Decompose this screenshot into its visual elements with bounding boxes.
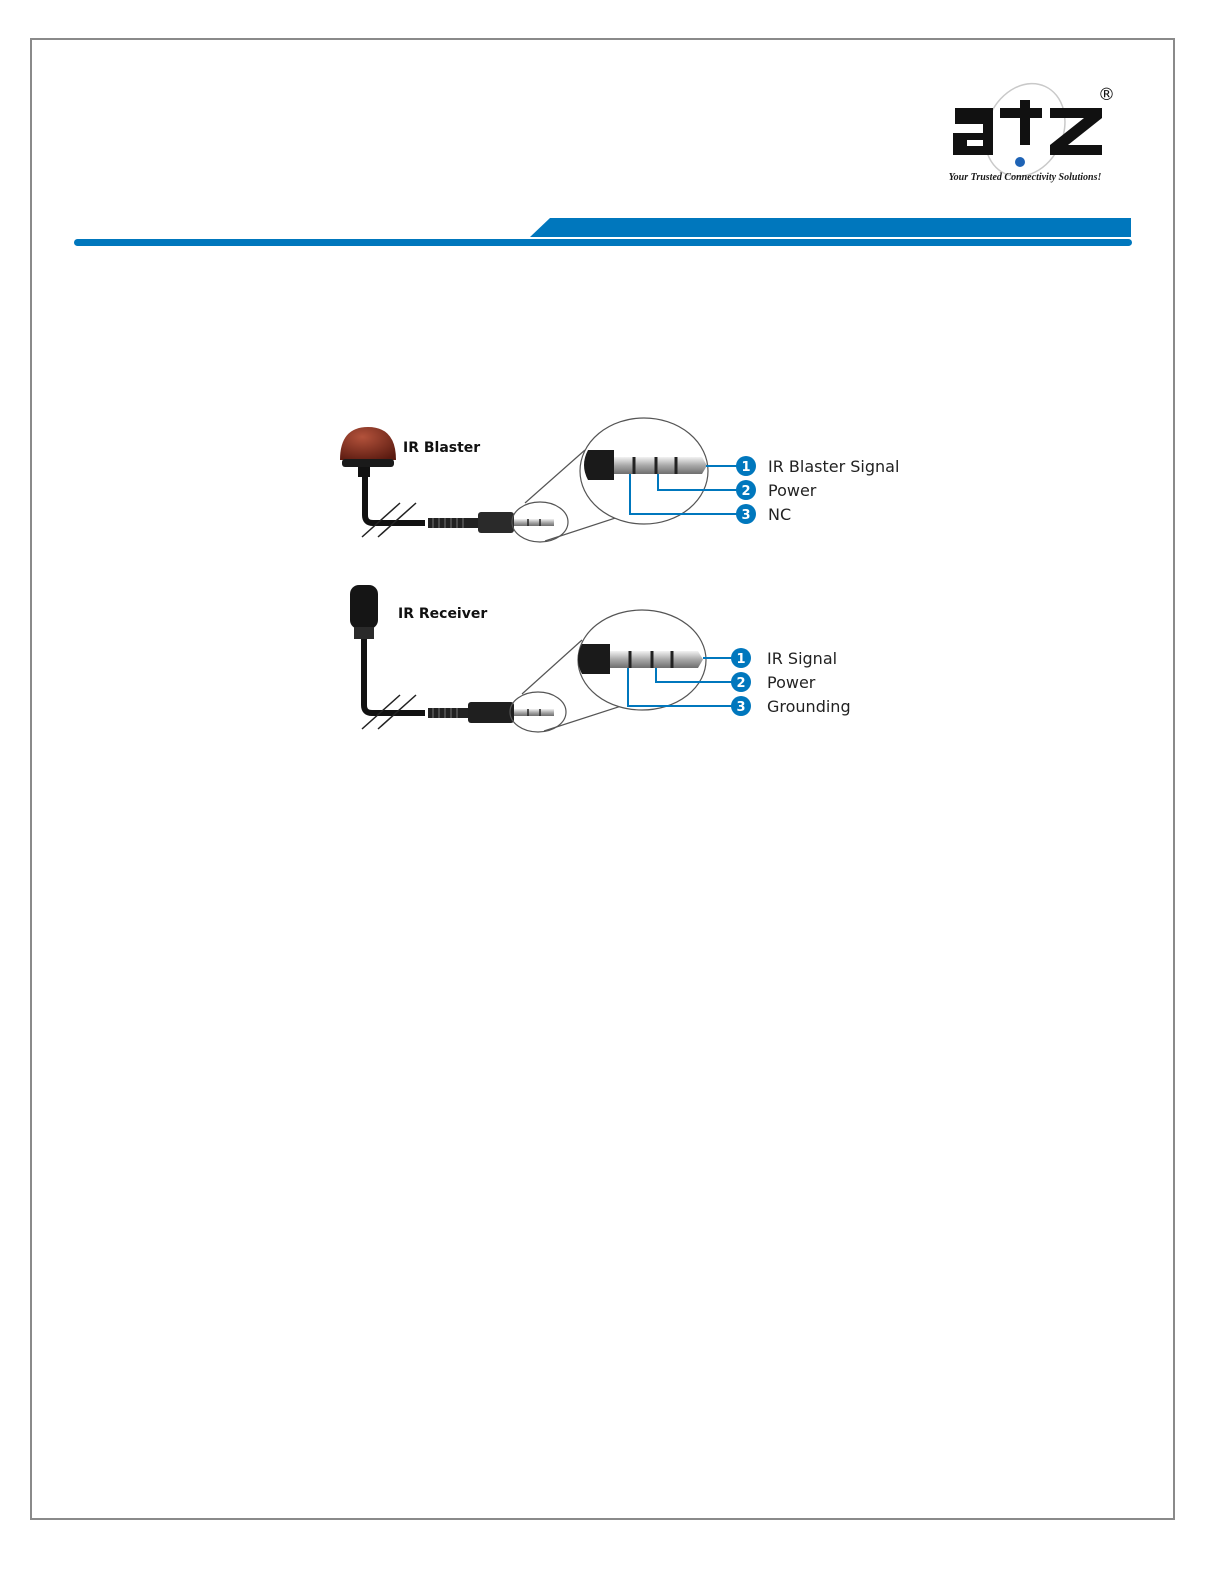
blaster-pin-3-label: NC (768, 505, 791, 524)
svg-text:1: 1 (736, 652, 745, 667)
page-border (30, 38, 1175, 1520)
tagline: Your Trusted Connectivity Solutions! (930, 172, 1120, 183)
ir-blaster-illustration: IR Blaster (340, 418, 738, 542)
registered-mark: ® (1098, 85, 1115, 105)
receiver-pin-1-label: IR Signal (767, 649, 837, 668)
header-bar (0, 210, 1225, 255)
blaster-pin-1: 1 IR Blaster Signal (736, 456, 899, 476)
svg-text:1: 1 (741, 460, 750, 475)
receiver-pin-3: 3 Grounding (731, 696, 851, 716)
logo-dot-icon (1015, 157, 1025, 167)
receiver-pin-2-label: Power (767, 673, 816, 692)
svg-text:3: 3 (736, 700, 745, 715)
receiver-pin-3-label: Grounding (767, 697, 851, 716)
blaster-pin-3: 3 NC (736, 504, 791, 524)
receiver-pin-2: 2 Power (731, 672, 816, 692)
ir-receiver-title: IR Receiver (398, 606, 487, 622)
ir-receiver-illustration: IR Receiver (350, 585, 738, 732)
ir-blaster-title: IR Blaster (403, 440, 480, 456)
svg-text:2: 2 (736, 676, 745, 691)
blaster-pin-1-label: IR Blaster Signal (768, 457, 899, 476)
svg-text:3: 3 (741, 508, 750, 523)
svg-text:2: 2 (741, 484, 750, 499)
ir-cable-diagram: IR Blaster 1 IR Blaster Signal 2 Power 3… (320, 415, 960, 750)
blaster-pin-2-label: Power (768, 481, 817, 500)
receiver-pin-1: 1 IR Signal (731, 648, 837, 668)
blaster-pin-2: 2 Power (736, 480, 817, 500)
